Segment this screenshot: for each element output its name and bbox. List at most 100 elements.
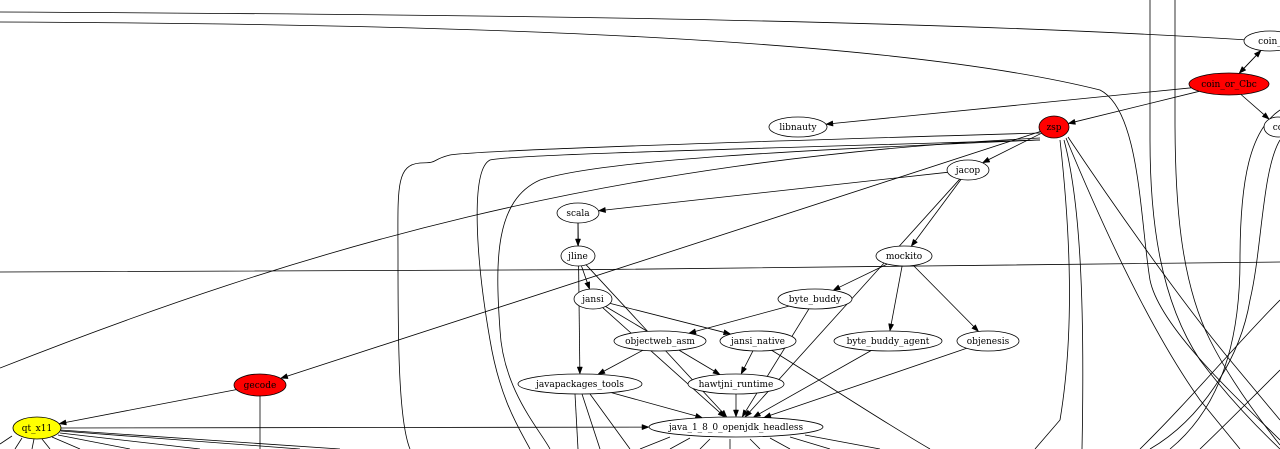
node-objenesis[interactable]: objenesis xyxy=(956,330,1020,352)
edge-qt-fan-2 xyxy=(14,437,23,449)
edge-zsp-down-a xyxy=(476,139,1041,449)
edge-qt-fan-1 xyxy=(0,435,13,445)
edge-horizontal-crossing xyxy=(0,261,1280,273)
node-zsp[interactable]: zsp xyxy=(1038,115,1070,139)
node-jansi[interactable]: jansi xyxy=(573,288,613,310)
node-libnauty[interactable]: libnauty xyxy=(768,116,828,138)
edge-zsp-right-a xyxy=(1063,139,1084,449)
edge-jansi-to-jansi_native xyxy=(610,303,724,333)
node-label: byte_buddy_agent xyxy=(847,337,930,347)
edge-java-fan-5 xyxy=(749,438,761,449)
node-label: jansi xyxy=(581,295,604,305)
node-coin-or-cbc[interactable]: coin_or_Cbc xyxy=(1188,72,1270,96)
edge-jansi-native-down xyxy=(767,347,931,449)
arrowhead-coin_or_cbc-to-zsp xyxy=(1067,118,1076,125)
edge-mockito-to-objenesis xyxy=(913,265,974,327)
arrowhead-mockito-to-objenesis xyxy=(971,324,980,333)
node-label: objectweb_asm xyxy=(625,337,695,347)
node-ellipse xyxy=(875,245,933,267)
node-ellipse xyxy=(1038,115,1070,139)
node-ellipse xyxy=(517,373,643,395)
edge-byte_buddy-to-objectweb_asm xyxy=(695,305,790,332)
edge-jacop-to-java_1_8_0_openjdk_headless xyxy=(749,178,960,413)
edge-qt-fan-8 xyxy=(60,430,301,449)
node-scala[interactable]: scala xyxy=(556,202,600,224)
node-ellipse xyxy=(956,330,1020,352)
node-qt-x11[interactable]: qt_x11 xyxy=(12,416,62,440)
node-byte-buddy[interactable]: byte_buddy xyxy=(777,288,853,310)
edge-left-diagonal xyxy=(0,137,1041,369)
edge-qt-fan-7 xyxy=(59,432,201,449)
edge-gecode-to-qt_x11 xyxy=(65,389,237,423)
edge-java-fan-3 xyxy=(699,438,711,449)
node-label: zsp xyxy=(1046,123,1061,133)
edge-top-long-to-coin xyxy=(0,11,1249,41)
edge-vertical-right-a xyxy=(1149,0,1280,449)
arrowhead-jansi-to-jansi_native xyxy=(722,329,732,336)
edge-qt-fan-5 xyxy=(51,436,81,449)
edge-objenesis-to-java_1_8_0_openjdk_headless xyxy=(770,347,967,416)
node-co[interactable]: co xyxy=(1263,116,1280,138)
arrowhead-objenesis-to-java_1_8_0_openjdk_headless xyxy=(763,412,772,418)
arrowhead-qt_x11-to-java_1_8_0_openjdk_headless xyxy=(641,424,650,431)
edge-coin-to-coin_or_cbc xyxy=(1243,50,1262,69)
edge-vertical-right-b xyxy=(1174,0,1280,446)
edge-coin_or_cbc-to-co xyxy=(1240,94,1265,115)
node-coin[interactable]: coin_ xyxy=(1243,30,1280,52)
edge-right-curve-b xyxy=(1149,139,1280,449)
arrowhead-mockito-to-byte_buddy_agent xyxy=(888,323,895,332)
edge-zsp-to-gecode xyxy=(287,131,1041,377)
node-ellipse xyxy=(12,416,62,440)
node-label: co xyxy=(1273,123,1280,133)
node-ellipse xyxy=(648,416,824,438)
node-label: jansi_native xyxy=(730,337,785,347)
node-jacop[interactable]: jacop xyxy=(946,159,990,181)
arrowhead-mockito-to-byte_buddy xyxy=(832,284,841,291)
node-ellipse xyxy=(613,330,707,352)
arrowhead-jansi-to-java_1_8_0_openjdk_headless xyxy=(717,410,726,418)
edge-zsp-to-jacop xyxy=(988,132,1042,160)
arrowhead-coin_or_cbc-to-libnauty xyxy=(825,120,834,127)
arrowhead-jansi_native-to-hawtjni_runtime xyxy=(740,366,748,375)
node-label: libnauty xyxy=(779,123,817,133)
node-byte-buddy-agent[interactable]: byte_buddy_agent xyxy=(833,330,943,352)
edge-qt_x11-to-java_1_8_0_openjdk_headless xyxy=(60,426,643,429)
edge-java-fan-7 xyxy=(789,436,831,449)
node-jline[interactable]: jline xyxy=(560,245,596,267)
edge-right-curve-c xyxy=(1139,299,1280,449)
node-ellipse xyxy=(233,373,287,397)
arrowhead-byte_buddy-to-java_1_8_0_openjdk_headless xyxy=(741,409,749,418)
arrowhead-jacop-to-mockito xyxy=(910,238,918,247)
node-jansi-native[interactable]: jansi_native xyxy=(719,330,797,352)
edge-javapackages_tools-to-java_1_8_0_openjdk_headless xyxy=(611,392,696,417)
node-label: jacop xyxy=(955,166,981,176)
nodes-layer: coin_ coin_or_Cbcco libnauty zsp jacop scala j… xyxy=(12,30,1280,440)
node-objectweb-asm[interactable]: objectweb_asm xyxy=(613,330,707,352)
node-javapackages-tools[interactable]: javapackages_tools xyxy=(517,373,643,395)
arrowhead-hawtjni_runtime-to-java_1_8_0_openjdk_headless xyxy=(733,409,739,418)
node-ellipse xyxy=(573,288,613,310)
node-label: mockito xyxy=(886,252,922,262)
node-label: java_1_8_0_openjdk_headless xyxy=(668,423,804,433)
node-gecode[interactable]: gecode xyxy=(233,373,287,397)
edge-java-fan-8 xyxy=(804,434,881,449)
edge-java-fan-6 xyxy=(769,437,791,449)
arrowhead-scala-to-javapackages_tools xyxy=(576,366,583,375)
arrowhead-objectweb_asm-to-javapackages_tools xyxy=(597,368,606,375)
arrowhead-gecode-to-qt_x11 xyxy=(58,419,67,426)
fanout-edges xyxy=(0,393,881,449)
node-label: coin_or_Cbc xyxy=(1201,80,1257,90)
node-hawtjni-runtime[interactable]: hawtjni_runtime xyxy=(687,373,785,395)
node-ellipse xyxy=(560,245,596,267)
edge-zsp-right-d xyxy=(1065,137,1241,449)
node-label: scala xyxy=(566,209,590,219)
node-label: objenesis xyxy=(967,337,1010,347)
arrowhead-byte_buddy_agent-to-java_1_8_0_openjdk_headless xyxy=(752,411,762,418)
node-ellipse xyxy=(777,288,853,310)
node-ellipse xyxy=(946,159,990,181)
node-ellipse xyxy=(1243,30,1280,52)
node-mockito[interactable]: mockito xyxy=(875,245,933,267)
node-java-1-8-0-openjdk-headless[interactable]: java_1_8_0_openjdk_headless xyxy=(648,416,824,438)
edge-coin_or_cbc-to-zsp xyxy=(1074,90,1200,123)
edge-jacop-to-scala xyxy=(605,171,948,211)
